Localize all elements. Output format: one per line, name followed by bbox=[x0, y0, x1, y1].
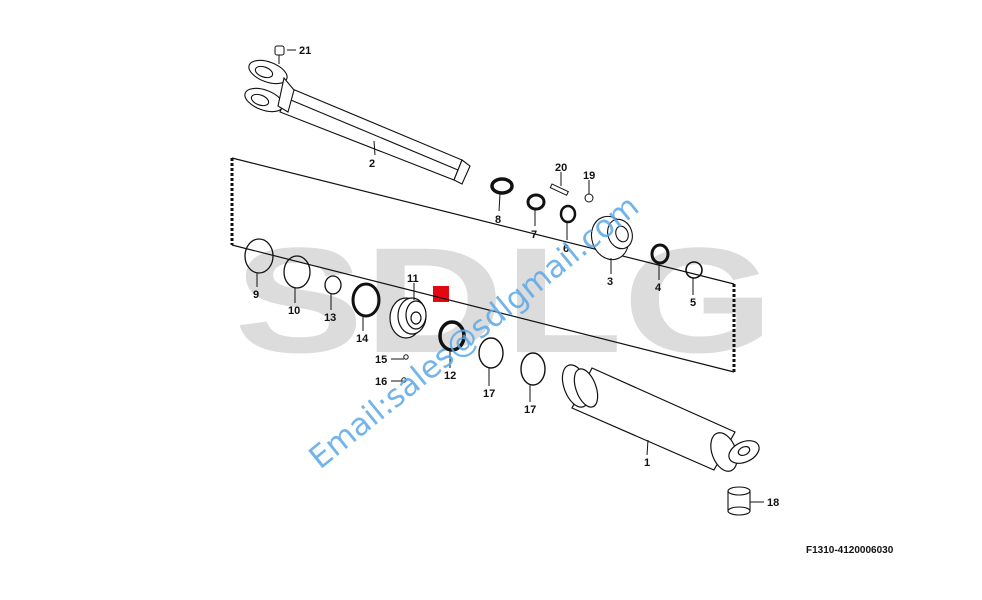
ring-10 bbox=[283, 255, 311, 289]
callout-15: 15 bbox=[375, 354, 387, 366]
clevis-body bbox=[277, 76, 295, 113]
callout-9: 9 bbox=[253, 289, 259, 301]
callout-14: 14 bbox=[356, 333, 369, 345]
clevis-lower-hole bbox=[250, 93, 270, 107]
callout-labels: 21 2 8 7 6 20 19 3 4 5 9 10 13 14 11 15 … bbox=[253, 45, 779, 509]
callout-17a: 17 bbox=[483, 388, 495, 400]
callout-5: 5 bbox=[690, 297, 696, 309]
callout-16: 16 bbox=[375, 376, 387, 388]
tube-eye-hole bbox=[737, 445, 751, 457]
ring-13 bbox=[324, 275, 342, 295]
rod-seals bbox=[490, 177, 577, 224]
ring-5 bbox=[685, 261, 703, 279]
piston bbox=[389, 297, 427, 339]
brand-watermark: SDLG bbox=[234, 216, 774, 384]
washer-19 bbox=[584, 193, 594, 203]
piston-seals bbox=[438, 320, 546, 386]
callout-2: 2 bbox=[369, 158, 375, 170]
small-parts bbox=[401, 354, 409, 383]
part-15 bbox=[403, 354, 409, 360]
head-seals bbox=[650, 243, 703, 279]
callout-1: 1 bbox=[644, 457, 650, 469]
callout-3: 3 bbox=[607, 276, 613, 288]
piston-bore bbox=[410, 311, 422, 325]
rod-end bbox=[453, 159, 471, 185]
drawing-code: F1310-4120006030 bbox=[806, 545, 894, 556]
part-16 bbox=[401, 377, 407, 383]
brand-accent-square bbox=[433, 286, 449, 302]
callout-20: 20 bbox=[555, 162, 567, 174]
callout-10: 10 bbox=[288, 305, 300, 317]
assembly-bracket bbox=[230, 157, 736, 373]
bushing-bottom bbox=[727, 506, 751, 516]
ring-17a bbox=[478, 337, 504, 369]
seal-8 bbox=[490, 177, 514, 195]
cylinder-tube bbox=[561, 364, 760, 472]
callout-8: 8 bbox=[495, 214, 501, 226]
piston-rings bbox=[244, 238, 381, 318]
callout-19: 19 bbox=[583, 170, 595, 182]
leader-1 bbox=[646, 439, 649, 456]
leader-2 bbox=[373, 140, 376, 156]
cylinder-head-bore bbox=[615, 225, 629, 243]
brand-watermark-text: SDLG bbox=[234, 216, 774, 384]
cylinder-head bbox=[590, 215, 633, 261]
ring-9 bbox=[244, 238, 274, 274]
bushing-top bbox=[727, 486, 751, 496]
tube-collar-inner bbox=[573, 368, 599, 408]
grease-nipple-head bbox=[274, 45, 285, 56]
leader-8 bbox=[498, 193, 501, 212]
callout-17b: 17 bbox=[524, 404, 536, 416]
callout-13: 13 bbox=[324, 312, 336, 324]
piston-rod bbox=[244, 59, 471, 185]
bracket-top-line bbox=[231, 157, 735, 285]
callout-12: 12 bbox=[444, 370, 456, 382]
callout-6: 6 bbox=[563, 243, 569, 255]
clevis-upper-hole bbox=[254, 65, 274, 79]
callout-11: 11 bbox=[407, 273, 419, 285]
callout-7: 7 bbox=[531, 229, 537, 241]
seal-12 bbox=[438, 320, 466, 352]
seal-14 bbox=[351, 282, 381, 318]
bushing bbox=[727, 486, 751, 516]
rod-highlight bbox=[285, 97, 459, 171]
callout-4: 4 bbox=[655, 282, 662, 294]
grease-nipple bbox=[274, 45, 285, 64]
bolt-and-washer bbox=[549, 183, 594, 203]
callout-18: 18 bbox=[767, 497, 779, 509]
seal-6 bbox=[559, 204, 577, 224]
seal-4 bbox=[650, 243, 670, 265]
seal-7 bbox=[526, 193, 546, 211]
ring-17b bbox=[520, 352, 546, 386]
leader-lines bbox=[256, 49, 764, 503]
bolt-20 bbox=[549, 183, 569, 196]
bracket-bottom-line bbox=[231, 244, 735, 373]
callout-21: 21 bbox=[299, 45, 311, 57]
